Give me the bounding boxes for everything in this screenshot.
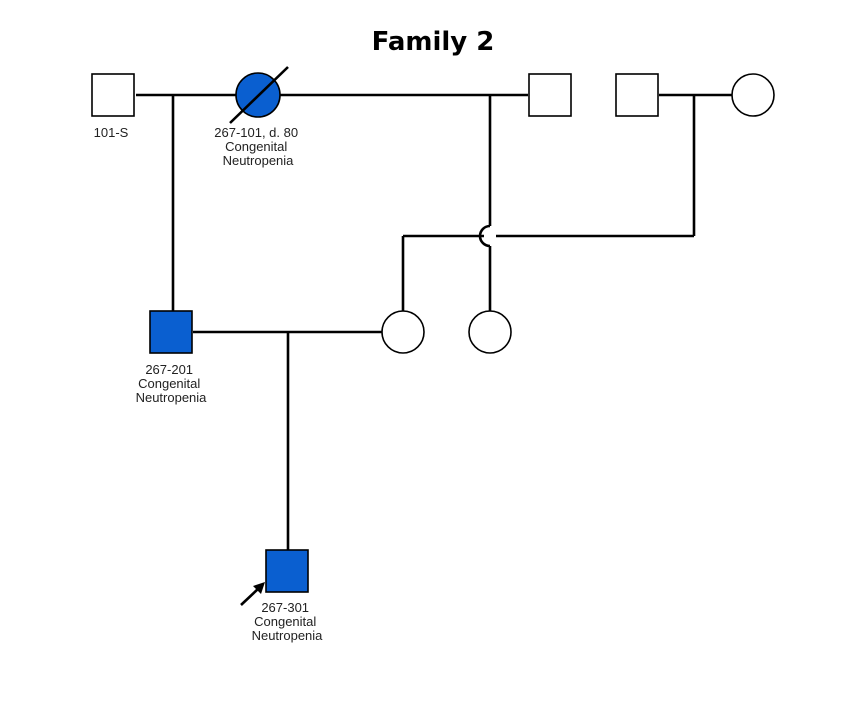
gen1-male-2-symbol xyxy=(528,73,572,117)
gen1-female-1-label: 267-101, d. 80 Congenital Neutropenia xyxy=(214,125,301,168)
gen1-male-3-symbol xyxy=(615,73,659,117)
pedigree-lines xyxy=(136,93,732,550)
proband-arrow-icon xyxy=(240,582,265,606)
gen3-male-1-label: 267-301 Congenital Neutropenia xyxy=(252,600,324,643)
pedigree-title: Family 2 xyxy=(372,27,495,57)
gen3-male-1-symbol xyxy=(265,549,309,593)
gen2-female-1-symbol xyxy=(381,310,425,354)
deceased-slash xyxy=(229,66,289,124)
gen1-male-1-label: 101-S xyxy=(94,125,129,140)
gen2-female-2-symbol xyxy=(468,310,512,354)
gen1-female-2-symbol xyxy=(731,73,775,117)
gen2-male-1-symbol xyxy=(149,310,193,354)
gen2-male-1-label: 267-201 Congenital Neutropenia xyxy=(136,362,208,405)
gen1-male-1-symbol xyxy=(91,73,135,117)
